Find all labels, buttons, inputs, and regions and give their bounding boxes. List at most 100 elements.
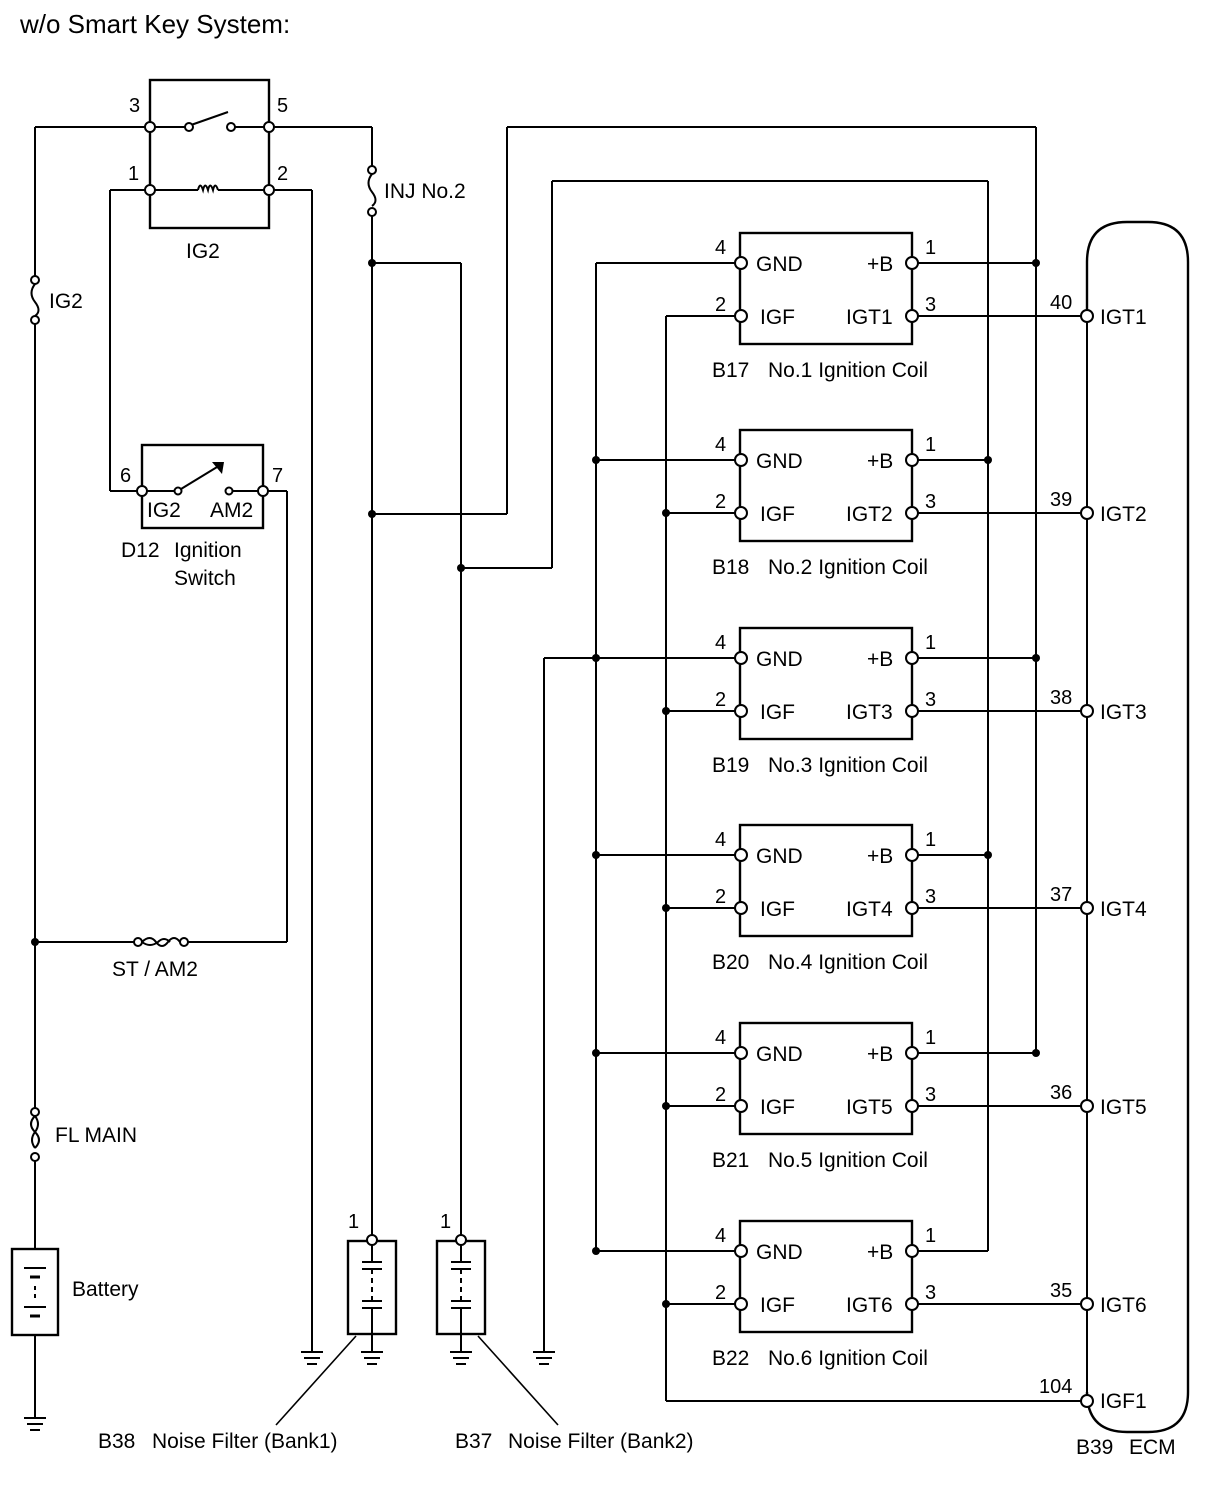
coil-5-pin-1: 1 [925,1027,936,1049]
coil-4-name: No.4 Ignition Coil [768,951,928,974]
coil-1-gnd-label: GND [756,253,803,276]
coil-2-b-junction [984,456,992,464]
coil-4-igf-terminal [734,901,748,915]
noise-filter-bank1-name: Noise Filter (Bank1) [152,1430,338,1453]
ecm-igt2-label: IGT2 [1100,503,1147,526]
ecm-igt6-label: IGT6 [1100,1294,1147,1317]
coil-1-b-junction [1032,259,1040,267]
coil-2-b-label: +B [867,450,893,473]
coil-6-igt-label: IGT6 [846,1294,893,1317]
noise-filter-bank1-pin: 1 [348,1211,359,1233]
noise-filter-bank1-code: B38 [98,1430,135,1453]
coil-5-igt-terminal [905,1099,919,1113]
coil-5-b-terminal [905,1046,919,1060]
coil-3-gnd-terminal [734,651,748,665]
noise-filter-bank2-pin: 1 [440,1211,451,1233]
coil-1-b-label: +B [867,253,893,276]
coil-5-pin-4: 4 [715,1027,726,1049]
ecm-igt3-label: IGT3 [1100,701,1147,724]
coil-4-igf-junction [662,904,670,912]
coil-3-pin-4: 4 [715,632,726,654]
ecm-igt2-terminal [1080,506,1094,520]
coil-1-code: B17 [712,359,749,382]
switch-contact-am2: AM2 [210,499,253,522]
coil-6-b-terminal [905,1244,919,1258]
switch-name-line2: Switch [174,567,236,590]
diagram-title: w/o Smart Key System: [19,9,290,39]
coil-4-b-junction [984,851,992,859]
coil-5-gnd-junction [592,1049,600,1057]
ecm-igf1-label: IGF1 [1100,1390,1147,1413]
coil-4-gnd-terminal [734,848,748,862]
switch-code: D12 [121,539,160,562]
ecm-igt5-terminal [1080,1099,1094,1113]
coil-3-pin-2: 2 [715,689,726,711]
coil-5-igf-junction [662,1102,670,1110]
coil-6-gnd-label: GND [756,1241,803,1264]
coil-2-box [738,428,914,543]
relay-pin-3: 3 [129,95,140,117]
coil-5-b-label: +B [867,1043,893,1066]
coil-6-name: No.6 Ignition Coil [768,1347,928,1370]
coil-4-b-terminal [905,848,919,862]
inj-no2-fuse-label: INJ No.2 [384,180,466,203]
ecm-igt3-terminal [1080,704,1094,718]
ecm-igt5-label: IGT5 [1100,1096,1147,1119]
relay-coil [197,184,219,194]
coil-5-igf-terminal [734,1099,748,1113]
coil-1-gnd-terminal [734,256,748,270]
coil-6-pin-3: 3 [925,1282,936,1304]
coil-1-pin-4: 4 [715,237,726,259]
ecm-code: B39 [1076,1436,1113,1459]
coil-2-gnd-terminal [734,453,748,467]
coil-4-pin-2: 2 [715,886,726,908]
ig2-fuse-label: IG2 [49,290,83,313]
coil-5-code: B21 [712,1149,749,1172]
coil-6-igt-terminal [905,1297,919,1311]
coil-1-box [738,231,914,346]
coil-2-pin-1: 1 [925,434,936,456]
ig2-relay: 3 5 1 2 IG2 [128,78,288,263]
switch-pin-6: 6 [120,465,131,487]
ecm-igt5-pin: 36 [1050,1082,1072,1104]
relay-pin-1: 1 [128,163,139,185]
st-am2-fuse: ST / AM2 [112,937,198,981]
ecm-igt2-pin: 39 [1050,489,1072,511]
coil-2-igf-label: IGF [760,503,795,526]
ecm-igt3-pin: 38 [1050,687,1072,709]
coil-3-code: B19 [712,754,749,777]
coil-1-b-terminal [905,256,919,270]
coil-5-igt-label: IGT5 [846,1096,893,1119]
coil-6-pin-2: 2 [715,1282,726,1304]
relay-pin-2: 2 [277,163,288,185]
coil-1-pin-3: 3 [925,294,936,316]
coil-3-b-label: +B [867,648,893,671]
coil-2-pin-4: 4 [715,434,726,456]
coil-3-igf-junction [662,707,670,715]
coil-2-name: No.2 Ignition Coil [768,556,928,579]
coil-6-igf-junction [662,1300,670,1308]
ecm-igt1-pin: 40 [1050,292,1072,314]
coil-5-box [738,1021,914,1136]
coil-3-gnd-junction [592,654,600,662]
coil-1-pin-2: 2 [715,294,726,316]
coil-3-gnd-label: GND [756,648,803,671]
coil-4-b-label: +B [867,845,893,868]
ecm: 104 IGF1 B39 ECM [1039,220,1190,1459]
coil-6-pin-1: 1 [925,1225,936,1247]
ecm-pin-104: 104 [1039,1376,1072,1398]
coil-5-igf-label: IGF [760,1096,795,1119]
coil-2-gnd-junction [592,456,600,464]
st-am2-fuse-label: ST / AM2 [112,958,198,981]
coil-6-pin-4: 4 [715,1225,726,1247]
switch-contact-ig2: IG2 [147,499,181,522]
battery: Battery [10,1247,139,1337]
fl-main-fuse: FL MAIN [30,1107,137,1162]
coil-3-igt-terminal [905,704,919,718]
ecm-igt6-terminal [1080,1297,1094,1311]
coil-6-box [738,1219,914,1334]
battery-label: Battery [72,1278,139,1301]
coil-1-igt-terminal [905,309,919,323]
